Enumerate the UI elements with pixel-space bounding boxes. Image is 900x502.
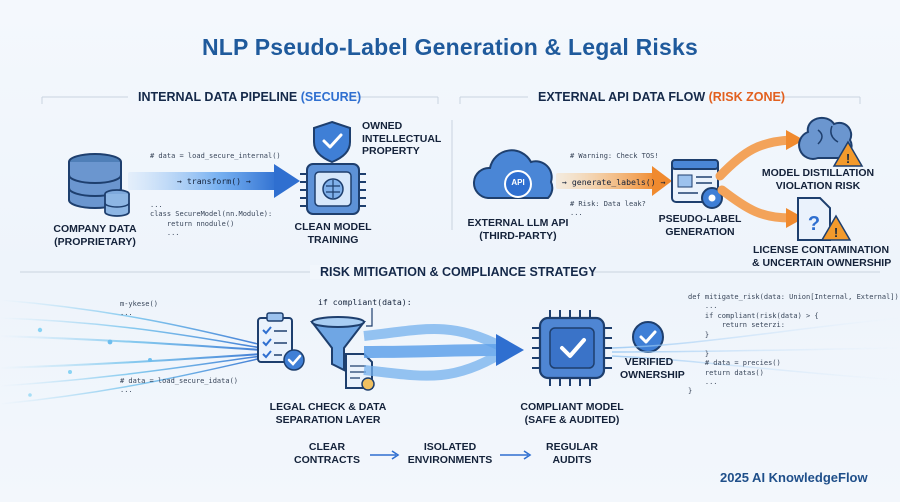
page-title: NLP Pseudo-Label Generation & Legal Risk…	[201, 34, 698, 60]
footer-arrow-1	[370, 450, 400, 460]
api-badge: API	[511, 178, 525, 187]
svg-text:?: ?	[808, 213, 820, 235]
legal-check-label: LEGAL CHECK & DATA SEPARATION LAYER	[269, 401, 387, 426]
clean-model-label: CLEAN MODEL TRAINING	[294, 221, 372, 246]
cloud-api-icon	[472, 149, 554, 199]
external-heading-accent: (RISK ZONE)	[708, 90, 785, 104]
external-section-heading: EXTERNAL API DATA FLOW (RISK ZONE)	[528, 90, 785, 104]
external-heading-text: EXTERNAL API DATA FLOW	[538, 90, 709, 104]
compliant-model-chip-icon	[532, 310, 612, 386]
verified-ownership-label: VERIFIED OWNERSHIP	[620, 356, 685, 381]
compliant-pointer	[366, 308, 373, 327]
pseudo-label-label: PSEUDO-LABEL GENERATION	[658, 213, 742, 238]
brain-chip-icon	[300, 163, 366, 215]
external-code-top: # Warning: Check TOS!	[570, 152, 659, 160]
incoming-data-streams	[0, 299, 263, 405]
internal-heading-accent: (SECURE)	[300, 90, 362, 104]
internal-section-heading: INTERNAL DATA PIPELINE (SECURE)	[128, 90, 361, 104]
verified-badge-icon	[632, 321, 664, 353]
clipboard-check-icon	[257, 312, 305, 371]
footer-arrow-2	[500, 450, 532, 460]
shield-icon	[313, 120, 351, 164]
external-flow-arrow	[556, 166, 672, 196]
mitigation-code-left-bottom: # data = load_secure_idata() ...	[120, 377, 239, 395]
svg-text:!: !	[834, 225, 838, 240]
footer-item-contracts: CLEAR CONTRACTS	[294, 441, 360, 466]
if-compliant-code: if compliant(data):	[318, 297, 412, 307]
transform-call: → transform() →	[177, 176, 251, 186]
compliant-model-label: COMPLIANT MODEL (SAFE & AUDITED)	[520, 401, 624, 426]
mitigation-code-right: def mitigate_risk(data: Union[Internal, …	[688, 293, 900, 396]
external-code-bottom: # Risk: Data leak? ...	[570, 200, 646, 218]
internal-heading-text: INTERNAL DATA PIPELINE	[138, 90, 301, 104]
certificate-document-icon	[345, 353, 375, 391]
owned-ip-label: OWNED INTELLECTUAL PROPERTY	[362, 120, 442, 158]
footer-item-environments: ISOLATED ENVIRONMENTS	[407, 441, 493, 466]
distillation-risk-label: MODEL DISTILLATION VIOLATION RISK	[761, 167, 875, 192]
license-risk-label: LICENSE CONTAMINATION & UNCERTAIN OWNERS…	[752, 244, 892, 269]
company-data-label: COMPANY DATA (PROPRIETARY)	[53, 223, 137, 248]
brand-watermark: 2025 AI KnowledgeFlow	[720, 470, 868, 485]
footer-item-audits: REGULAR AUDITS	[546, 441, 598, 466]
svg-text:!: !	[846, 151, 850, 166]
outgoing-data-streams	[611, 317, 900, 381]
risk-branch-arrows	[715, 130, 804, 228]
mitigation-section-heading: RISK MITIGATION & COMPLIANCE STRATEGY	[310, 265, 597, 279]
generate-labels-call: → generate_labels() →	[562, 177, 666, 187]
document-question-warning-icon: ? !	[797, 197, 852, 241]
mitigation-code-left-top: m-ykese() ...	[120, 300, 158, 318]
internal-code-bottom: ... class SecureModel(nn.Module): return…	[150, 201, 273, 238]
compliant-flow-arrows	[363, 324, 524, 381]
document-gear-icon	[671, 159, 723, 209]
brain-warning-icon: !	[798, 116, 864, 167]
llm-api-label: EXTERNAL LLM API (THIRD-PARTY)	[467, 217, 569, 242]
internal-code-top: # data = load_secure_internal()	[150, 152, 281, 160]
database-icon	[68, 153, 130, 217]
filter-funnel-icon	[309, 316, 367, 372]
internal-flow-arrow	[128, 164, 300, 198]
